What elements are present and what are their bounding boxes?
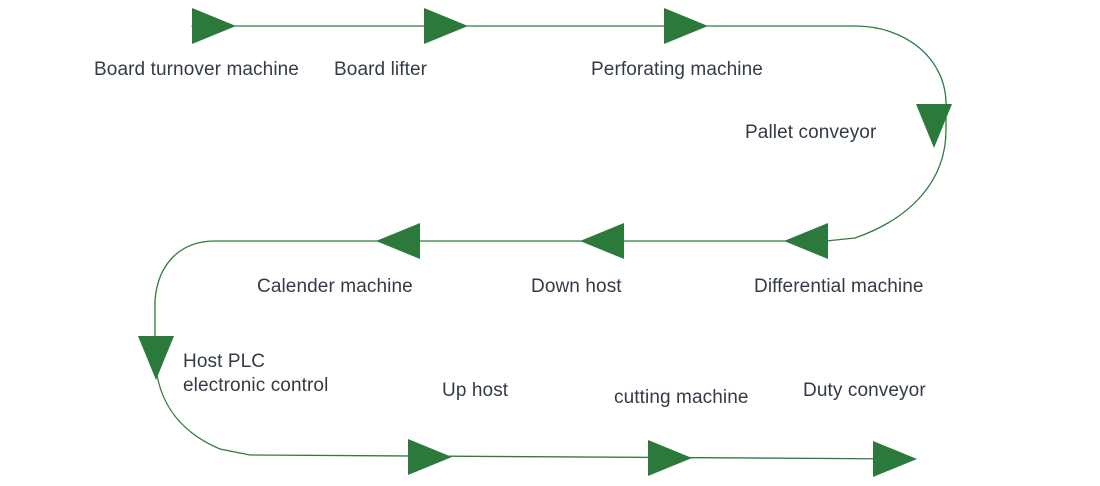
arrow-board-turnover-icon xyxy=(192,8,236,44)
node-label-cutting-machine: cutting machine xyxy=(614,387,749,408)
node-label-calender-machine: Calender machine xyxy=(257,276,413,297)
node-label-board-turnover-machine: Board turnover machine xyxy=(94,59,299,80)
arrow-host-plc-icon xyxy=(138,336,174,380)
node-label-host-plc-line1: Host PLC xyxy=(183,351,265,372)
node-label-down-host: Down host xyxy=(531,276,622,297)
node-label-up-host: Up host xyxy=(442,380,509,401)
arrow-cutting-icon xyxy=(648,440,692,476)
arrow-calender-icon xyxy=(376,223,420,259)
node-label-differential-machine: Differential machine xyxy=(754,276,924,297)
node-label-layer: Board turnover machine Board lifter Perfor… xyxy=(94,59,926,408)
arrow-down-host-icon xyxy=(580,223,624,259)
flow-connector-right-curve xyxy=(825,25,947,242)
node-label-board-lifter: Board lifter xyxy=(334,59,428,80)
arrow-pallet-conveyor-icon xyxy=(916,104,952,148)
node-label-host-plc-line2: electronic control xyxy=(183,375,328,396)
arrow-differential-icon xyxy=(784,223,828,259)
node-label-perforating-machine: Perforating machine xyxy=(591,59,763,80)
node-label-duty-conveyor: Duty conveyor xyxy=(803,380,926,401)
arrow-up-host-icon xyxy=(408,439,452,475)
arrow-duty-conveyor-icon xyxy=(873,441,917,477)
arrow-board-lifter-icon xyxy=(424,8,468,44)
flow-connector-left-curve xyxy=(154,240,251,456)
arrowhead-layer xyxy=(138,8,952,477)
flow-connector-bottom-segment xyxy=(249,454,916,460)
arrow-perforating-icon xyxy=(664,8,708,44)
node-label-pallet-conveyor: Pallet conveyor xyxy=(745,122,877,143)
connector-path-layer xyxy=(154,25,947,460)
